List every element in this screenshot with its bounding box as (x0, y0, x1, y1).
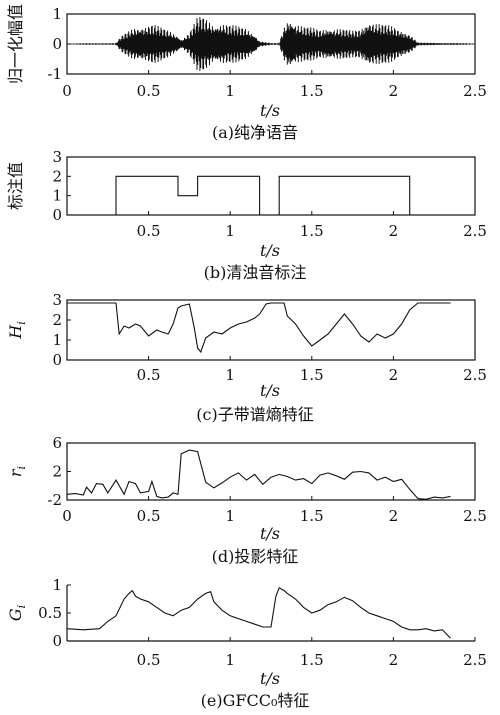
x-tick-label: 1.5 (300, 507, 324, 525)
x-tick-label: 0.5 (137, 651, 161, 669)
x-axis-label: t/s (260, 241, 280, 260)
y-tick-label: 0 (52, 351, 62, 369)
panel-c: 0.5 1 1.5 2 2.5 0 1 2 3Hi t/s (c)子带谱熵特征 (6, 291, 487, 424)
x-tick-label: 1 (225, 222, 235, 240)
x-tick-label: 0.5 (137, 507, 161, 525)
panel-caption: (a)纯净语音 (212, 123, 298, 142)
y-tick-label: 0 (52, 206, 62, 224)
x-tick-label: 0 (62, 507, 72, 525)
y-axis-label: Gi (6, 605, 28, 621)
y-axis-label: 归一化幅值 (6, 4, 25, 84)
y-tick-label: 0 (52, 632, 62, 650)
panel-caption: (d)投影特征 (212, 547, 299, 566)
y-axis-label: ri (6, 466, 28, 477)
x-tick-label: 2 (389, 651, 399, 669)
x-tick-label: 2.5 (463, 366, 487, 384)
y-axis-label: 标注值 (6, 162, 25, 210)
x-axis-label: t/s (260, 101, 280, 120)
y-tick-label: -1 (47, 65, 62, 83)
x-tick-label: 0.5 (137, 82, 161, 100)
panel-caption: (e)GFCC₀特征 (201, 691, 310, 710)
plot-frame (66, 442, 476, 501)
data-series-line (66, 449, 451, 500)
panel-d: 0 0.5 1 1.5 2 2.5 -2 2 6 ri t/s (d)投影特征 (6, 434, 487, 566)
y-tick-label: 3 (52, 291, 62, 309)
x-tick-label: 1.5 (300, 651, 324, 669)
waveform-series (66, 17, 476, 71)
x-axis-label: t/s (260, 669, 280, 688)
y-tick-label: 2 (52, 167, 62, 185)
x-tick-label: 2.5 (463, 222, 487, 240)
y-axis-label: Hi (6, 321, 28, 339)
x-tick-label: 2.5 (463, 82, 487, 100)
x-axis-label: t/s (260, 524, 280, 543)
x-tick-label: 2 (389, 222, 399, 240)
x-tick-label: 1.5 (300, 222, 324, 240)
y-tick-label: 1 (52, 187, 62, 205)
x-tick-label: 0.5 (137, 366, 161, 384)
data-series-line (67, 175, 475, 216)
y-tick-label: 1 (52, 5, 62, 23)
x-tick-label: 1.5 (300, 366, 324, 384)
y-tick-label: 1 (52, 576, 62, 594)
x-tick-label: 2 (389, 82, 399, 100)
x-tick-label: 2 (389, 507, 399, 525)
x-tick-label: 2 (389, 366, 399, 384)
panel-caption: (b)清浊音标注 (204, 263, 307, 282)
plot-frame (66, 299, 476, 361)
y-tick-label: -2 (47, 491, 62, 509)
data-series-line (67, 302, 451, 354)
panel-caption: (c)子带谱熵特征 (196, 405, 313, 424)
y-tick-label: 0.5 (38, 604, 62, 622)
x-tick-label: 2.5 (463, 507, 487, 525)
x-tick-label: 0.5 (137, 222, 161, 240)
y-tick-label: 3 (52, 148, 62, 166)
x-tick-label: 1 (225, 366, 235, 384)
x-tick-label: 2.5 (463, 651, 487, 669)
y-tick-label: 2 (52, 311, 62, 329)
y-tick-label: 6 (52, 434, 62, 452)
data-series-line (66, 587, 451, 639)
y-tick-label: 1 (52, 331, 62, 349)
x-axis-label: t/s (260, 381, 280, 400)
x-tick-label: 1 (225, 82, 235, 100)
y-tick-label: 0 (52, 35, 62, 53)
x-tick-label: 1 (225, 651, 235, 669)
plot-frame (66, 156, 476, 216)
x-tick-label: 1 (225, 507, 235, 525)
y-tick-label: 2 (52, 463, 62, 481)
x-tick-label: 0 (62, 82, 72, 100)
x-tick-label: 1.5 (300, 82, 324, 100)
